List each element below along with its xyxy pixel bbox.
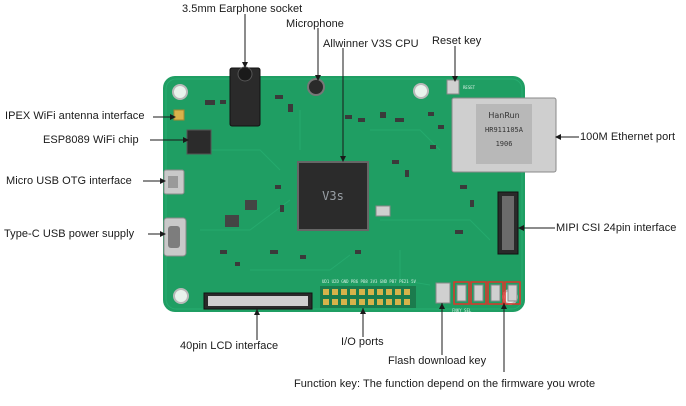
io-pin: [404, 299, 410, 305]
earphone-jack: [237, 66, 253, 82]
label-microphone: Microphone: [286, 18, 344, 30]
function-key-highlight: [487, 281, 504, 305]
esp8089-chip: [186, 129, 212, 155]
io-pin: [359, 289, 365, 295]
function-key-highlight: [470, 281, 487, 305]
label-mipi: MIPI CSI 24pin interface: [556, 222, 677, 234]
io-pin: [377, 289, 383, 295]
io-pin: [395, 289, 401, 295]
io-pin: [341, 299, 347, 305]
label-reset: Reset key: [432, 35, 482, 47]
label-ipex: IPEX WiFi antenna interface: [5, 110, 145, 122]
function-key-highlight: [504, 281, 521, 305]
io-pin: [323, 289, 329, 295]
microusb-mouth: [168, 176, 178, 188]
io-silk: UD1 U2D GND PB6 PB8 3V3 GND PB7 PE21 5V: [322, 279, 417, 284]
io-pin: [350, 289, 356, 295]
reset-button: [446, 79, 460, 95]
io-pins: [323, 289, 410, 305]
io-pin: [386, 299, 392, 305]
label-flash: Flash download key: [388, 355, 487, 367]
microphone-part: [307, 78, 325, 96]
io-pin: [332, 299, 338, 305]
leader-arrows: [160, 62, 561, 315]
key-silk: FNKY SEL: [452, 308, 472, 313]
flash-download-button: [435, 282, 451, 304]
io-pin: [386, 289, 392, 295]
label-lcd: 40pin LCD interface: [180, 340, 279, 352]
function-key: [490, 284, 501, 302]
io-pin: [323, 299, 329, 305]
label-ethernet: 100M Ethernet port: [580, 131, 676, 143]
io-pin: [350, 299, 356, 305]
io-pin: [368, 289, 374, 295]
label-function: Function key: The function depend on the…: [294, 378, 596, 390]
io-pin: [377, 299, 383, 305]
mipi-csi-pins: [502, 196, 514, 250]
function-key: [456, 284, 467, 302]
ethernet-date: 1906: [496, 140, 513, 148]
cpu-marking: V3s: [322, 189, 344, 203]
label-esp: ESP8089 WiFi chip: [43, 134, 139, 146]
crystal: [375, 205, 391, 217]
function-key: [507, 284, 518, 302]
pcb-traces: [200, 110, 491, 286]
typec-mouth: [168, 226, 180, 248]
reset-silk: RESET: [463, 85, 476, 90]
io-pin: [332, 289, 338, 295]
label-io: I/O ports: [341, 336, 384, 348]
label-cpu: Allwinner V3S CPU: [323, 38, 419, 50]
smd-components: [205, 95, 474, 266]
io-pin: [368, 299, 374, 305]
function-key: [473, 284, 484, 302]
function-keys: [453, 281, 521, 305]
io-pin: [341, 289, 347, 295]
ethernet-model: HR911105A: [485, 126, 524, 134]
io-pin: [404, 289, 410, 295]
label-earphone: 3.5mm Earphone socket: [182, 3, 303, 15]
io-pin: [359, 299, 365, 305]
ethernet-brand: HanRun: [488, 111, 519, 120]
ethernet-label-plate: [476, 104, 532, 164]
io-pin: [395, 299, 401, 305]
function-key-highlight: [453, 281, 470, 305]
cpu-chip: [297, 161, 369, 231]
lcd-fpc-pins: [208, 296, 308, 306]
ipex-connector: [173, 109, 185, 121]
label-microusb: Micro USB OTG interface: [6, 175, 132, 187]
label-typec: Type-C USB power supply: [4, 228, 135, 240]
